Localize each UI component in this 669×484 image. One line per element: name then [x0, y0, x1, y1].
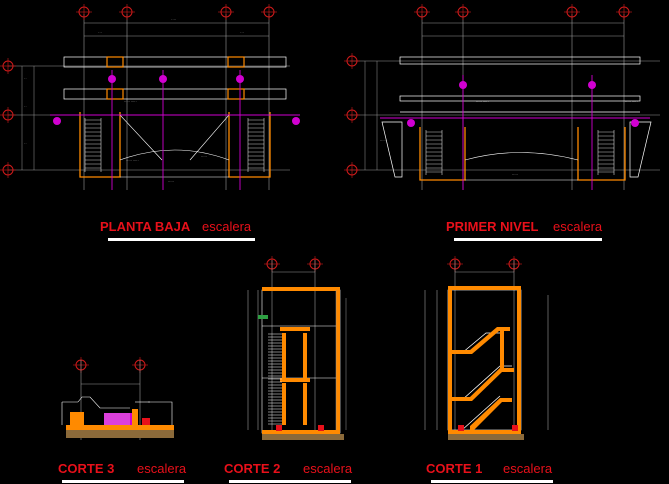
title-underline	[62, 480, 184, 483]
title-corte-3-subtitle: escalera	[137, 461, 187, 476]
svg-text:·····: ·····	[168, 180, 174, 184]
title-corte-1-name: CORTE 1	[426, 461, 482, 476]
title-underline	[431, 480, 553, 483]
title-corte-2-name: CORTE 2	[224, 461, 280, 476]
title-primer-nivel: PRIMER NIVEL escalera	[446, 219, 603, 241]
svg-text:····· ·····: ····· ·····	[625, 100, 638, 104]
section-corte-1	[424, 260, 549, 440]
title-primer-nivel-subtitle: escalera	[553, 219, 603, 234]
svg-text:···: ···	[240, 30, 244, 35]
title-planta-baja-subtitle: escalera	[202, 219, 252, 234]
title-underline	[229, 480, 351, 483]
title-underline	[454, 238, 602, 241]
title-planta-baja-name: PLANTA BAJA	[100, 219, 191, 234]
title-corte-2: CORTE 2 escalera	[224, 461, 353, 483]
svg-text:····· ·····: ····· ·····	[126, 159, 139, 163]
svg-text:····· ·····: ····· ·····	[124, 100, 137, 104]
title-planta-baja: PLANTA BAJA escalera	[100, 219, 255, 241]
plan-primer-nivel: ····· ····· ····· ····· ····· ·····	[350, 14, 660, 190]
svg-text:····· ·····: ····· ·····	[476, 100, 489, 104]
plan-planta-baja: ···· ··· ··· ·· ·· ··	[8, 14, 300, 190]
title-corte-1: CORTE 1 escalera	[426, 461, 553, 483]
title-corte-2-subtitle: escalera	[303, 461, 353, 476]
svg-text:····: ····	[171, 17, 176, 22]
title-corte-3-name: CORTE 3	[58, 461, 114, 476]
title-primer-nivel-name: PRIMER NIVEL	[446, 219, 539, 234]
title-underline	[108, 238, 255, 241]
svg-text:··: ··	[24, 104, 27, 109]
svg-text:·····: ·····	[380, 139, 386, 143]
title-corte-1-subtitle: escalera	[503, 461, 553, 476]
svg-text:·····: ·····	[201, 155, 207, 159]
svg-text:·····: ·····	[512, 173, 518, 177]
section-corte-3	[61, 360, 174, 440]
title-corte-3: CORTE 3 escalera	[58, 461, 187, 483]
svg-text:··: ··	[24, 141, 27, 146]
section-corte-2	[247, 260, 347, 440]
svg-text:··: ··	[24, 76, 27, 81]
svg-text:···: ···	[98, 30, 102, 35]
